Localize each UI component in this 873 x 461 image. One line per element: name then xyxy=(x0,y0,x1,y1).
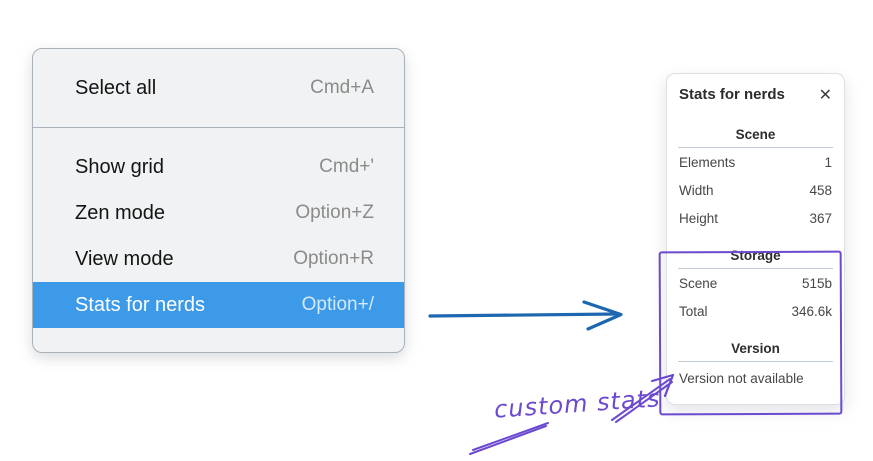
annotation-arrow xyxy=(469,373,675,455)
stat-label: Height xyxy=(679,210,719,226)
menu-item-stats-for-nerds[interactable]: Stats for nerds Option+/ xyxy=(33,282,404,328)
menu-item-show-grid[interactable]: Show grid Cmd+' xyxy=(33,144,404,190)
menu-item-label: Show grid xyxy=(75,155,164,178)
menu-item-shortcut: Option+/ xyxy=(301,294,374,315)
panel-title: Stats for nerds xyxy=(679,86,785,103)
section-header-scene: Scene xyxy=(678,127,833,148)
stat-label: Elements xyxy=(679,154,736,170)
menu-item-label: Zen mode xyxy=(75,201,166,224)
section-header-storage: Storage xyxy=(678,248,833,269)
stat-row-scene: Scene 515b xyxy=(678,269,833,297)
menu-item-zen-mode[interactable]: Zen mode Option+Z xyxy=(33,190,404,236)
stat-value: 367 xyxy=(809,210,832,226)
close-button[interactable]: ✕ xyxy=(818,84,832,104)
stat-label: Total xyxy=(679,303,708,319)
stat-row-width: Width 458 xyxy=(678,176,833,204)
menu-item-label: View mode xyxy=(75,247,174,270)
menu-item-shortcut: Option+Z xyxy=(295,202,374,223)
stat-value: 458 xyxy=(809,182,832,198)
version-note: Version not available xyxy=(679,371,804,386)
stat-row-elements: Elements 1 xyxy=(678,148,833,176)
section-header-version: Version xyxy=(678,341,833,362)
stat-row-total: Total 346.6k xyxy=(678,297,833,325)
menu-item-label: Stats for nerds xyxy=(75,293,206,316)
menu-separator xyxy=(33,127,404,128)
stat-value: 515b xyxy=(801,275,832,291)
menu-item-view-mode[interactable]: View mode Option+R xyxy=(33,236,404,282)
stat-value: 1 xyxy=(824,154,832,170)
menu-item-shortcut: Cmd+A xyxy=(310,77,374,98)
stat-row-height: Height 367 xyxy=(678,204,833,232)
flow-arrow xyxy=(428,300,623,331)
stat-value: 346.6k xyxy=(791,303,832,319)
menu-item-select-all[interactable]: Select all Cmd+A xyxy=(33,65,404,111)
menu-item-label: Select all xyxy=(75,76,157,99)
stats-panel-header: Stats for nerds ✕ xyxy=(678,86,833,103)
stat-label: Width xyxy=(679,182,714,198)
stat-label: Scene xyxy=(679,275,718,291)
menu-item-shortcut: Cmd+' xyxy=(319,156,374,177)
close-icon: ✕ xyxy=(818,84,832,104)
menu-item-shortcut: Option+R xyxy=(293,248,374,269)
